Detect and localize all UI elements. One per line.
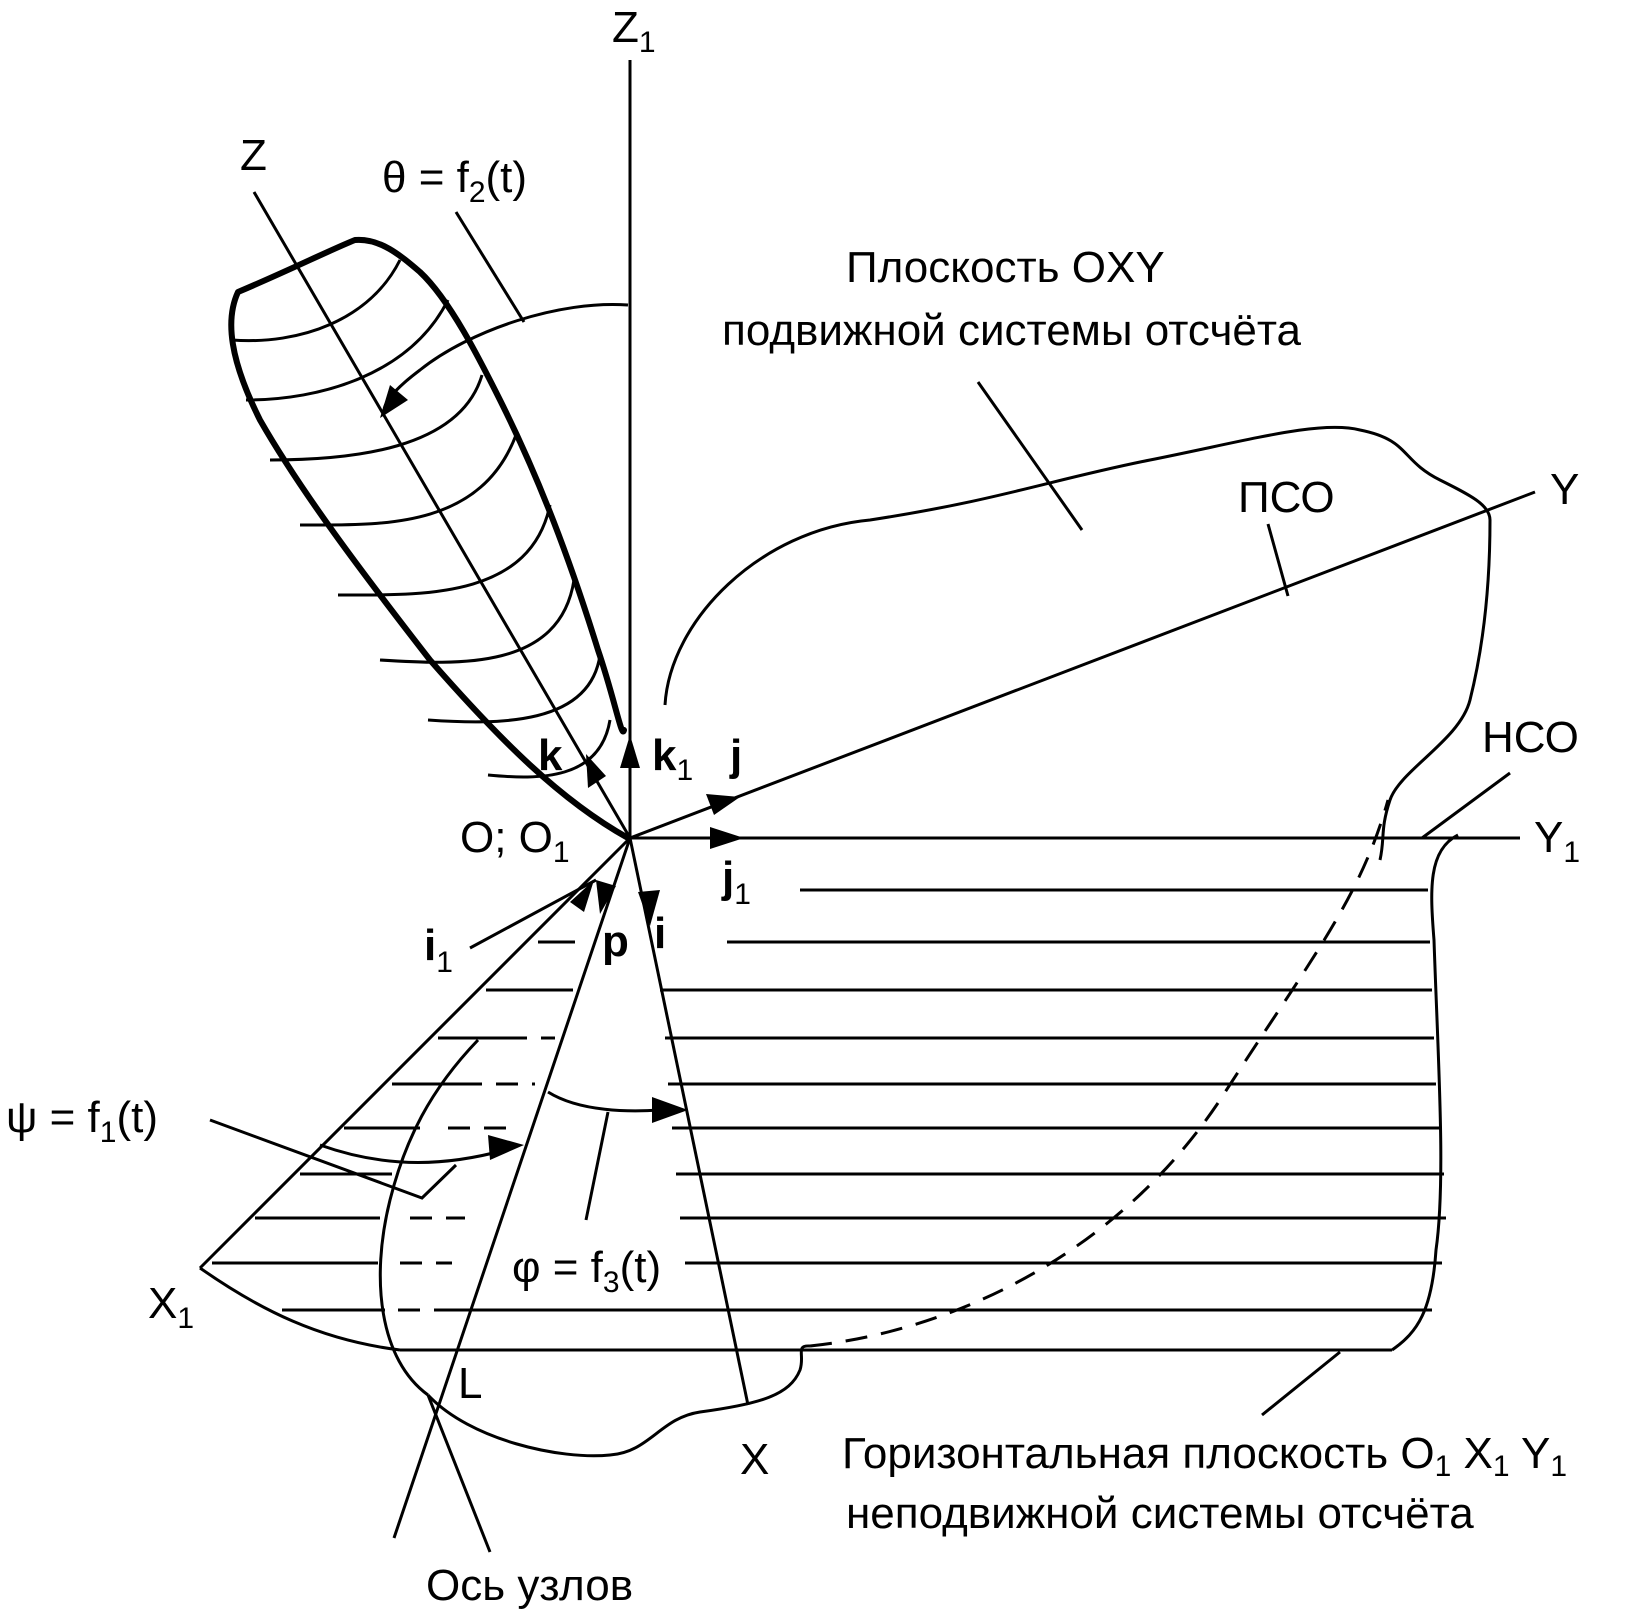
moving-plane-leader [976,381,1084,531]
pso-label: ПСО [1238,473,1335,522]
p-arrowhead [596,880,616,914]
i1-leader [469,878,597,950]
k-arrowhead [586,754,606,788]
phi-arrowhead [652,1097,688,1123]
i-arrowhead [638,890,660,926]
z-axis-label: Z [240,131,267,180]
l-point-label: L [458,1359,482,1408]
moving-plane-label-line1: Плоскость OXY [846,243,1165,292]
i-vector-label: i [654,909,666,958]
y1-axis-label: Y1 [1534,813,1580,869]
k1-vector-label: k1 [652,731,693,787]
moving-plane-label-line2: подвижной системы отсчёта [722,306,1301,355]
phi-leader [584,1111,610,1221]
nodes-axis-label: Ось узлов [426,1561,633,1610]
k-vector-label: k [538,731,563,780]
i1-arrowhead [570,880,594,912]
nodes-axis-region-curve [378,1038,480,1397]
z1-axis-label: Z1 [612,3,656,59]
j1-vector-label: j1 [721,853,751,911]
psi-arrowhead [488,1135,524,1160]
body-outline [228,236,631,841]
j1-arrowhead [710,827,744,849]
p-vector-label: p [602,917,629,966]
nodes-axis [392,837,632,1539]
y-axis-label: Y [1550,465,1579,514]
nso-label: НСО [1482,713,1579,762]
z-axis [252,191,632,839]
origin-label: O; O1 [460,813,570,869]
x-axis [628,837,750,1406]
j-vector-label: j [729,731,742,780]
horizontal-plane-boundary [1391,833,1459,1352]
pso-leader [1266,523,1290,597]
horizontal-plane-bottom-boundary [426,1344,811,1458]
phi-arc [547,1090,661,1113]
body-section-lines [231,259,612,779]
nodes-axis-leader [426,1394,492,1553]
theta-label: θ = f2(t) [382,153,527,209]
x1-axis-label: X1 [148,1279,194,1335]
phi-label: φ = f3(t) [512,1243,661,1299]
k1-arrowhead [620,735,640,768]
i1-vector-label: i1 [424,921,453,979]
theta-arc [382,302,629,411]
nso-leader [1421,771,1511,840]
horizontal-plane-leader [1261,1350,1341,1417]
psi-label: ψ = f1(t) [6,1093,158,1149]
theta-arrowhead [380,385,408,418]
hidden-plane-edge [809,799,1390,1348]
horizontal-plane-hatching [212,888,1446,1352]
x1-region-boundary [199,1266,401,1352]
x-axis-label: X [740,1435,769,1484]
y-axis [629,490,1536,840]
j-arrowhead [706,794,740,815]
x1-axis [198,836,632,1270]
horizontal-plane-label-line2: неподвижной системы отсчёта [846,1489,1474,1538]
psi-arc [319,1143,506,1164]
psi-leader [209,1118,458,1200]
moving-plane-boundary [663,425,1492,861]
horizontal-plane-label-line1: Горизонтальная плоскость O1 X1 Y1 [842,1429,1567,1483]
theta-leader [454,211,526,323]
